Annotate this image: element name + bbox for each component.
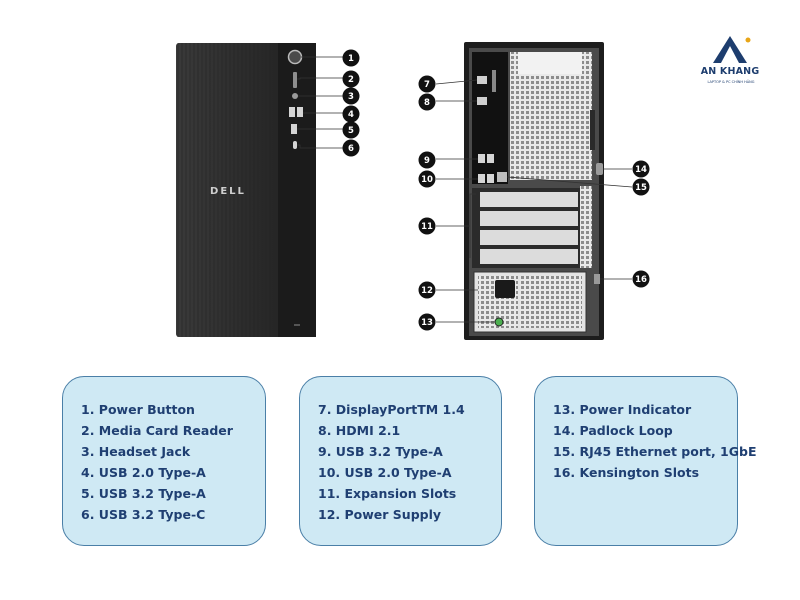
usb-a-port-icon	[289, 107, 295, 117]
legend-item: 12. Power Supply	[318, 507, 442, 522]
callout-12: 12	[421, 286, 433, 296]
legend-item: 13. Power Indicator	[553, 402, 692, 417]
legend-item: 10. USB 2.0 Type-A	[318, 465, 452, 480]
pc-front-view: DELL	[176, 43, 316, 337]
expansion-slot	[480, 192, 578, 207]
legend-item: 15. RJ45 Ethernet port, 1GbE	[553, 444, 757, 459]
pc-illustration: DELL	[176, 36, 751, 340]
expansion-slot	[480, 211, 578, 226]
legend-item: 14. Padlock Loop	[553, 423, 673, 438]
callout-8: 8	[424, 98, 430, 108]
media-card-reader-slot	[293, 72, 297, 88]
kensington-slot-icon	[594, 274, 600, 284]
usb-a-port-icon	[478, 174, 485, 183]
power-button-icon[interactable]	[287, 49, 303, 65]
legend-item: 11. Expansion Slots	[318, 486, 457, 501]
legend-item: 4. USB 2.0 Type-A	[81, 465, 206, 480]
callout-15: 15	[635, 183, 647, 193]
legend-item: 1. Power Button	[81, 402, 195, 417]
usb-a-port-icon	[478, 154, 485, 163]
usb-a-port-icon	[291, 124, 297, 134]
legend-item: 3. Headset Jack	[81, 444, 191, 459]
legend-item: 5. USB 3.2 Type-A	[81, 486, 206, 501]
callout-13: 13	[421, 318, 433, 328]
callout-2: 2	[348, 75, 354, 85]
usb-a-port-icon	[297, 107, 303, 117]
legend-card-2: 7. DisplayPortTM 1.4 8. HDMI 2.1 9. USB …	[299, 376, 502, 546]
pc-back-view	[464, 42, 604, 340]
callout-1: 1	[348, 54, 354, 64]
brand-name: AN KHANG	[700, 66, 760, 77]
usb-c-port-icon	[293, 141, 297, 149]
hdmi-port-icon	[477, 97, 487, 105]
callout-16: 16	[635, 275, 647, 285]
callout-9: 9	[424, 156, 430, 166]
usb-a-port-icon	[487, 174, 494, 183]
power-indicator-icon	[494, 317, 504, 327]
expansion-slot	[480, 249, 578, 264]
callout-4: 4	[348, 110, 354, 120]
legend-item: 16. Kensington Slots	[553, 465, 700, 480]
callout-10: 10	[421, 175, 433, 185]
dell-logo: DELL	[210, 186, 246, 197]
displayport-icon	[477, 76, 487, 84]
legend-item: 7. DisplayPortTM 1.4	[318, 402, 465, 417]
callout-7: 7	[424, 80, 430, 90]
rj45-port-icon	[497, 172, 507, 182]
brand-tagline: LAPTOP & PC CHÍNH HÃNG	[707, 80, 755, 84]
usb-a-port-icon	[487, 154, 494, 163]
legend-item: 2. Media Card Reader	[81, 423, 233, 438]
callout-6: 6	[348, 144, 354, 154]
callout-11: 11	[421, 222, 433, 232]
legend-item: 9. USB 3.2 Type-A	[318, 444, 443, 459]
legend-card-1: 1. Power Button 2. Media Card Reader 3. …	[62, 376, 266, 546]
callout-markers	[342, 49, 650, 331]
headset-jack-icon	[292, 93, 298, 99]
callout-14: 14	[635, 165, 647, 175]
legend-card-3: 13. Power Indicator 14. Padlock Loop 15.…	[534, 376, 757, 546]
callout-3: 3	[348, 92, 354, 102]
an-khang-logo-icon	[713, 36, 751, 63]
expansion-slot	[480, 230, 578, 245]
legend-item: 8. HDMI 2.1	[318, 423, 401, 438]
callout-5: 5	[348, 126, 354, 136]
padlock-loop-icon	[596, 163, 603, 175]
legend-item: 6. USB 3.2 Type-C	[81, 507, 206, 522]
